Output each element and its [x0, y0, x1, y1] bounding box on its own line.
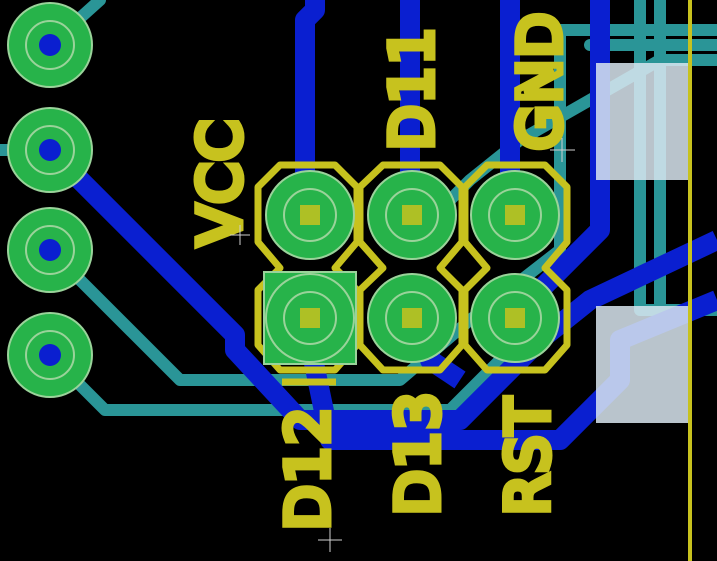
left-pad-3: [7, 207, 93, 293]
left-pad-4: [7, 312, 93, 398]
smd-pad-lower: [596, 306, 688, 423]
pad-gnd: [470, 170, 560, 260]
silkscreen-labels: VCC D11 GND D12 D13 RST: [183, 8, 578, 534]
label-gnd: GND: [506, 11, 574, 150]
isp-header-outline: [254, 161, 571, 386]
isp-header-pads: [265, 170, 560, 363]
smd-pads: [596, 63, 688, 423]
origin-markers: [230, 138, 575, 552]
label-vcc: VCC: [186, 118, 254, 245]
pad-d11: [367, 170, 457, 260]
smd-pad-upper: [596, 63, 688, 180]
left-pad-1: [7, 2, 93, 88]
left-header-pads: [7, 2, 93, 398]
label-rst: RST: [494, 396, 562, 515]
pad-vcc: [265, 170, 355, 260]
label-d12: D12: [274, 406, 342, 530]
pad-d12: [265, 273, 355, 363]
label-d13: D13: [384, 391, 452, 515]
pad-rst: [470, 273, 560, 363]
pad-d13: [367, 273, 457, 363]
label-d11: D11: [378, 26, 446, 150]
left-pad-2: [7, 107, 93, 193]
